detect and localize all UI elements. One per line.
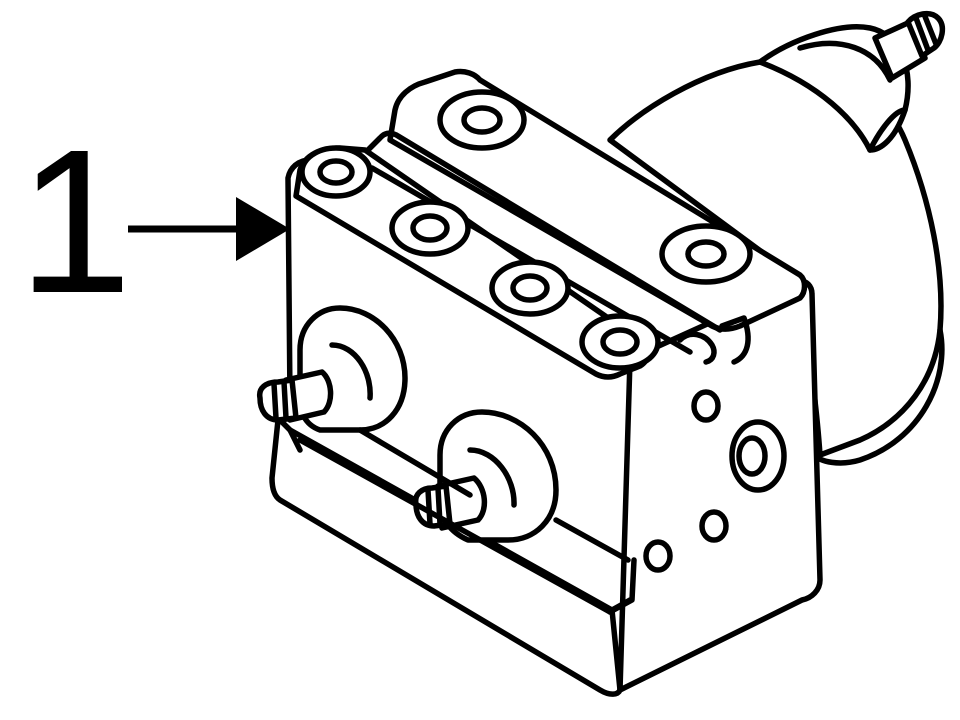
bolt-holes-top bbox=[299, 89, 753, 371]
bolt-hole-icon bbox=[659, 223, 753, 285]
bolt-hole-icon bbox=[579, 313, 661, 371]
front-port-lower bbox=[412, 409, 559, 543]
bolt-hole-icon bbox=[389, 199, 471, 257]
side-ports bbox=[643, 389, 787, 573]
bolt-hole-icon bbox=[299, 145, 373, 199]
leader-arrow-icon bbox=[128, 197, 290, 261]
front-port-upper bbox=[256, 305, 408, 433]
callout-number-label: 1 bbox=[18, 107, 132, 336]
main-port-icon bbox=[729, 419, 787, 493]
mounting-rail bbox=[297, 427, 637, 615]
threaded-nipple-icon bbox=[256, 369, 334, 423]
bolt-hole-icon bbox=[437, 89, 527, 151]
threaded-nipple-icon bbox=[412, 475, 488, 531]
threaded-nipple-top bbox=[872, 10, 946, 81]
bolt-hole-icon bbox=[489, 259, 571, 317]
